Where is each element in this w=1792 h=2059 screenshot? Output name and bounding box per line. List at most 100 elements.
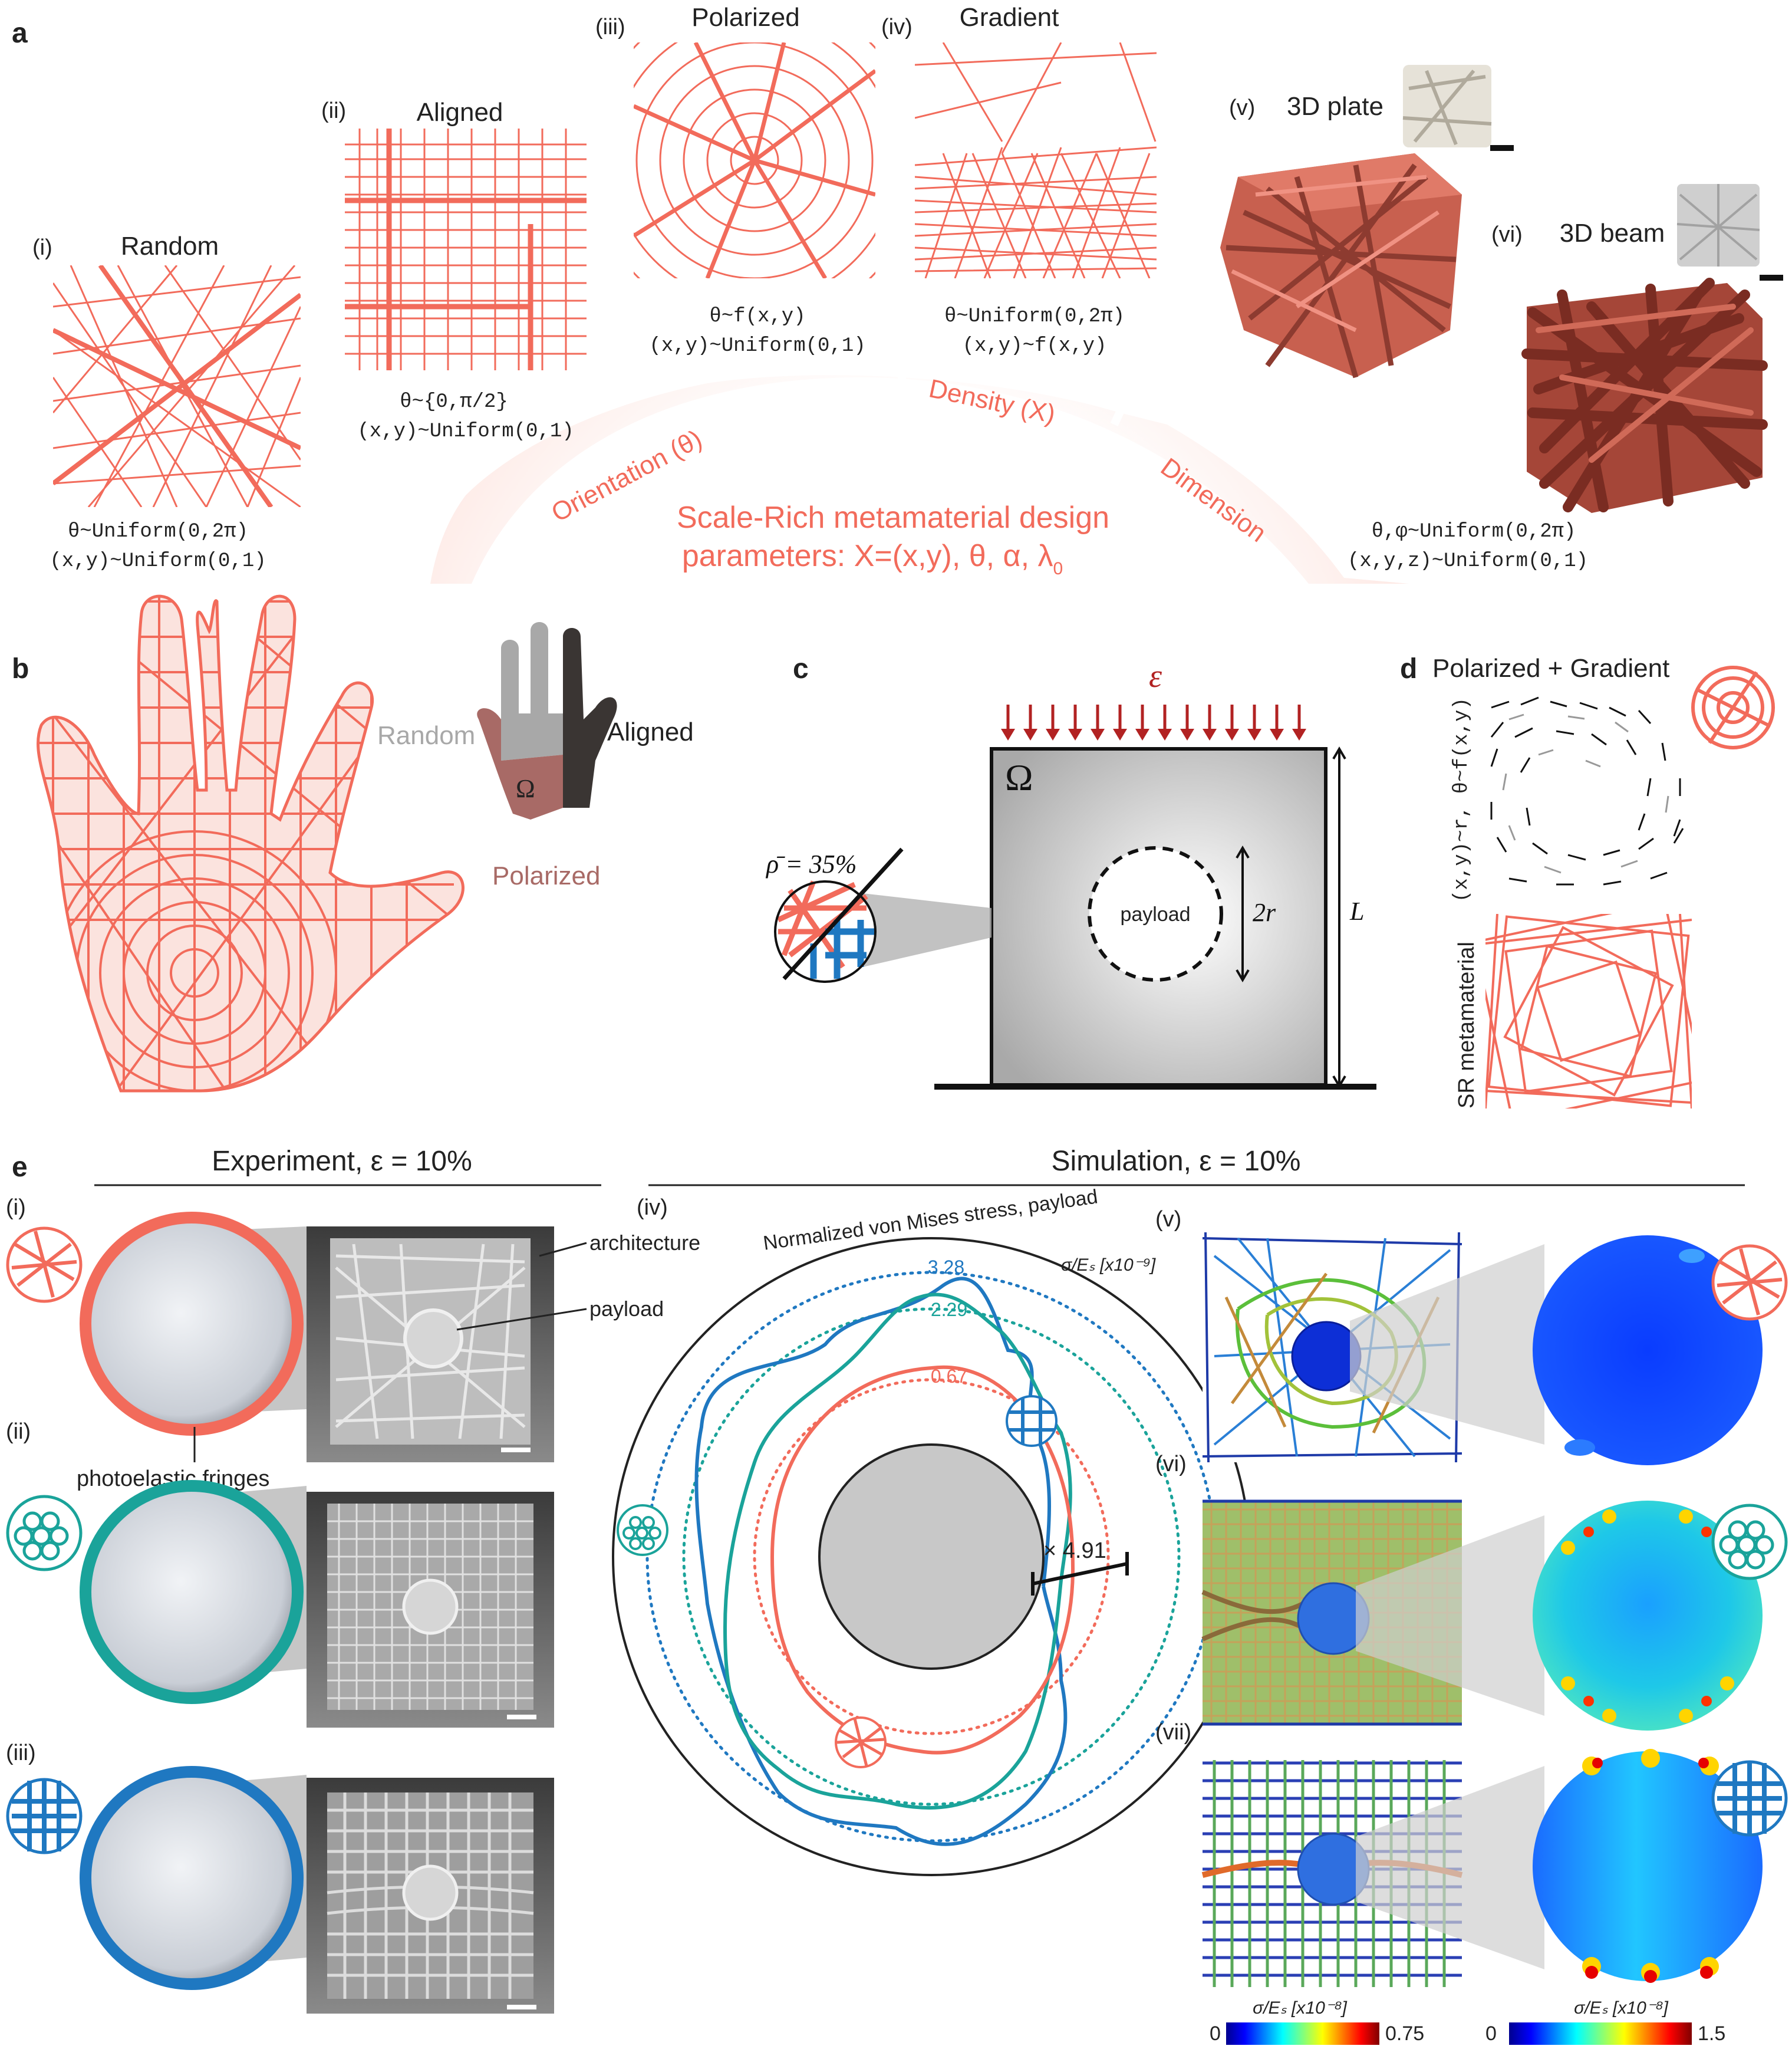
hand-legend-icon <box>477 622 617 820</box>
item-ii-title: Aligned <box>417 98 503 127</box>
panel-c: c ε Ω payload 2r L <box>765 653 1376 1090</box>
item-i-title: Random <box>121 232 219 261</box>
item-iv-title: Gradient <box>960 3 1059 32</box>
item-ii-formula2: (x,y)~Uniform(0,1) <box>357 420 574 443</box>
panel-d-label: d <box>1400 653 1417 685</box>
polar-ring-teal <box>682 1307 1181 1806</box>
colorbar-2-max: 1.5 <box>1698 2022 1725 2045</box>
panel-d-side-top: (x,y)~r, θ~f(x,y) <box>1451 698 1473 902</box>
payload-disk <box>818 1443 1045 1670</box>
gradient-network-swatch <box>915 42 1157 278</box>
sim-roman-v: (v) <box>1155 1207 1181 1232</box>
3d-plate-photo <box>1402 65 1492 147</box>
series-teal-max: 2.29 <box>931 1299 967 1320</box>
colorbar-2-min: 0 <box>1485 2022 1497 2045</box>
sim-roman-vi: (vi) <box>1155 1452 1187 1476</box>
length-label: L <box>1349 897 1364 926</box>
honeycomb-arch-icon <box>6 1495 83 1571</box>
item-v-roman: (v) <box>1229 96 1255 120</box>
item-iv-formula1: θ~Uniform(0,2π) <box>944 305 1125 328</box>
series-coral-max: 0.67 <box>931 1366 967 1387</box>
item-iii-formula1: θ~f(x,y) <box>709 305 805 328</box>
architecture-label: architecture <box>589 1231 700 1255</box>
item-ii-roman: (ii) <box>321 98 346 123</box>
series-blue-curve <box>694 1277 1068 1846</box>
aligned-network-swatch <box>345 129 587 370</box>
radius-dimension <box>1236 846 1250 982</box>
load-arrows <box>1001 705 1306 741</box>
design-params-line2-text: parameters: X=(x,y), θ, α, λ <box>682 539 1053 573</box>
ratio-bracket <box>1031 1552 1129 1596</box>
item-iii-formula2: (x,y)~Uniform(0,1) <box>649 335 865 357</box>
panel-e-label: e <box>12 1152 28 1183</box>
3d-beam-scale-bar <box>1760 275 1783 281</box>
item-i-formula2: (x,y)~Uniform(0,1) <box>50 550 266 573</box>
panel-d: d Polarized + Gradient (x,y)~r, θ~f(x,y)… <box>1400 653 1775 1109</box>
strain-epsilon: ε <box>1149 658 1162 695</box>
panel-d-side-bottom: SR metamaterial <box>1454 942 1479 1109</box>
exp-row-honeycomb <box>6 1480 554 1728</box>
panel-d-title: Polarized + Gradient <box>1432 654 1669 683</box>
3d-plate-scale-bar <box>1490 145 1514 151</box>
density-label: ρ̄ = 35% <box>765 850 857 879</box>
hand-network <box>29 566 463 1114</box>
length-dimension <box>1332 746 1346 1088</box>
exp-roman-i: (i) <box>6 1195 26 1220</box>
panel-e: e Experiment, ε = 10% Simulation, ε = 10… <box>6 1146 1788 2045</box>
colorbar-2-label: σ/Eₛ [x10⁻⁸] <box>1574 1998 1668 2018</box>
colorbar-1-min: 0 <box>1210 2022 1221 2045</box>
design-params-line1: Scale-Rich metamaterial design <box>677 501 1109 535</box>
hand-legend-polarized <box>477 708 563 820</box>
panel-c-label: c <box>793 653 809 685</box>
sim-row-random <box>1202 1232 1788 1465</box>
fan-arc-white <box>472 377 1309 584</box>
polarized-network-swatch <box>634 42 875 278</box>
polar-honeycomb-icon <box>617 1504 668 1556</box>
colorbar-1-label: σ/Eₛ [x10⁻⁸] <box>1253 1998 1347 2018</box>
polar-title: Normalized von Mises stress, payload <box>762 1185 1099 1254</box>
polar-plot: Normalized von Mises stress, payload σ/E… <box>612 1185 1251 1876</box>
colorbar-2-gradient <box>1509 2022 1692 2045</box>
colorbar-1: σ/Eₛ [x10⁻⁸] 0 0.75 <box>1210 1998 1424 2045</box>
square-arch-icon <box>6 1778 83 1854</box>
item-vi-formula1: θ,φ~Uniform(0,2π) <box>1372 521 1576 543</box>
item-iii-roman: (iii) <box>595 15 625 40</box>
design-params-line2: parameters: X=(x,y), θ, α, λ0 <box>682 539 1063 578</box>
item-iv-roman: (iv) <box>881 15 913 40</box>
orientation-field <box>1490 696 1684 886</box>
item-i-roman: (i) <box>32 235 52 260</box>
colorbar-1-max: 0.75 <box>1385 2022 1424 2045</box>
hand-legend-aligned <box>563 628 617 808</box>
payload-callout: payload <box>589 1297 664 1321</box>
legend-omega: Ω <box>516 774 535 803</box>
two-r-label: 2r <box>1253 898 1276 927</box>
colorbar-2: σ/Eₛ [x10⁻⁸] 0 1.5 <box>1485 1998 1725 2045</box>
sim-roman-vii: (vii) <box>1155 1720 1191 1745</box>
sim-row-honeycomb <box>1201 1499 1788 1731</box>
legend-random: Random <box>377 721 475 750</box>
legend-polarized: Polarized <box>492 861 600 890</box>
series-coral-curve <box>770 1365 1075 1755</box>
item-vi-roman: (vi) <box>1491 222 1523 247</box>
polar-random-icon <box>835 1716 887 1768</box>
legend-aligned: Aligned <box>607 718 694 746</box>
exp-roman-ii: (ii) <box>6 1419 31 1444</box>
panel-a-label: a <box>12 18 28 49</box>
polar-ring-coral <box>753 1378 1110 1735</box>
density-zoom-circle <box>774 847 904 983</box>
sim-row-square <box>1201 1749 1788 1987</box>
item-i-formula1: θ~Uniform(0,2π) <box>68 521 248 543</box>
panel-b: b Random Aligned Ω Polarized <box>12 566 694 1114</box>
item-iv-formula2: (x,y)~f(x,y) <box>963 335 1107 357</box>
item-iii-title: Polarized <box>691 3 799 32</box>
exp-row-square <box>6 1766 554 2014</box>
item-v-title: 3D plate <box>1287 92 1383 121</box>
colorbar-1-gradient <box>1226 2022 1379 2045</box>
design-params-subscript: 0 <box>1053 559 1063 578</box>
sim-roman-iv: (iv) <box>637 1195 668 1220</box>
3d-plate-render <box>1220 153 1462 379</box>
panel-b-label: b <box>12 653 29 685</box>
payload-hole <box>1088 846 1223 982</box>
panel-a: a (i) Random θ~Uniform(0,2π) (x,y)~Unifo… <box>0 3 1783 584</box>
